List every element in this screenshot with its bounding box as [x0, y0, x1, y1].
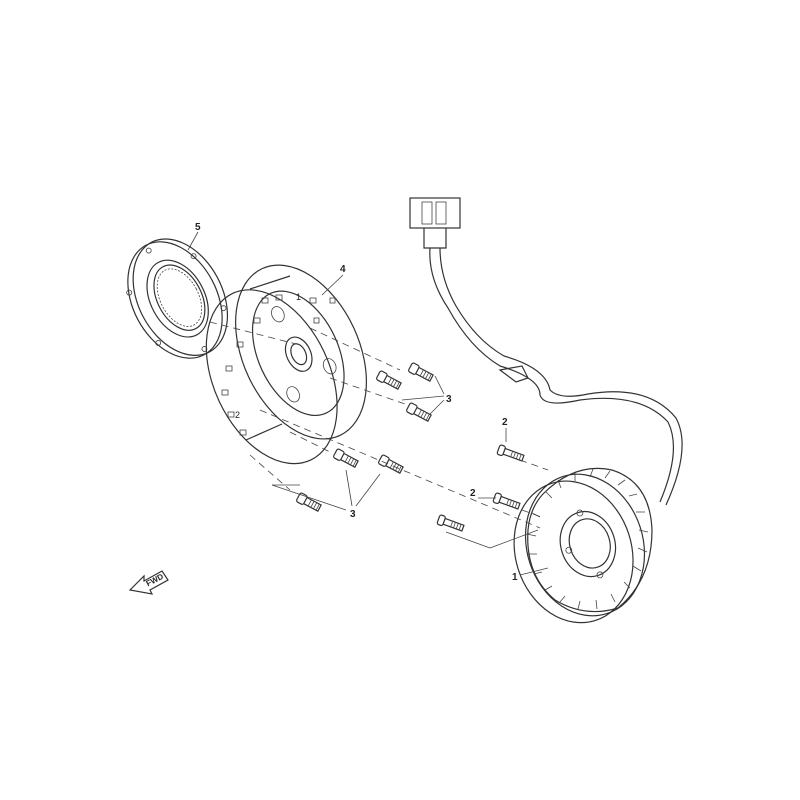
- rotor-mark-side: 2: [235, 410, 240, 420]
- flywheel-bolt: [376, 370, 402, 391]
- callout-stator: 1: [512, 572, 518, 583]
- stator-bolt: [436, 514, 465, 532]
- rotor-mark-top: 1: [296, 292, 301, 302]
- flywheel-bolt: [406, 402, 432, 423]
- harness-connector: [409, 197, 461, 229]
- callout-flywheel: 4: [340, 264, 346, 275]
- fwd-label: FWD: [145, 572, 166, 589]
- stator-bolt: [492, 492, 521, 510]
- flywheel-bolt: [378, 454, 404, 475]
- callout-stator-bolt-upper: 2: [502, 417, 508, 428]
- callout-one-way-clutch: 5: [195, 222, 201, 233]
- one-way-clutch-part: [126, 238, 229, 359]
- callout-stator-bolt-lower: 2: [470, 488, 476, 499]
- flywheel-bolt: [408, 362, 434, 383]
- wiring-harness: [409, 197, 683, 506]
- flywheel-bolt: [333, 448, 359, 469]
- stator-part: [513, 467, 653, 624]
- leader-lines: [187, 231, 549, 576]
- flywheel-rotor-part: 1 2: [205, 264, 367, 465]
- callout-flywheel-bolt-upper: 3: [446, 394, 452, 405]
- stator-bolts: [436, 444, 525, 532]
- harness-grommet: [498, 365, 529, 383]
- callout-flywheel-bolt-lower: 3: [350, 509, 356, 520]
- assembly-lines: [209, 321, 549, 529]
- stator-bolt: [496, 444, 525, 462]
- forward-direction-arrow: FWD: [128, 570, 169, 595]
- flywheel-bolt: [296, 492, 322, 513]
- flywheel-bolts: [296, 362, 434, 513]
